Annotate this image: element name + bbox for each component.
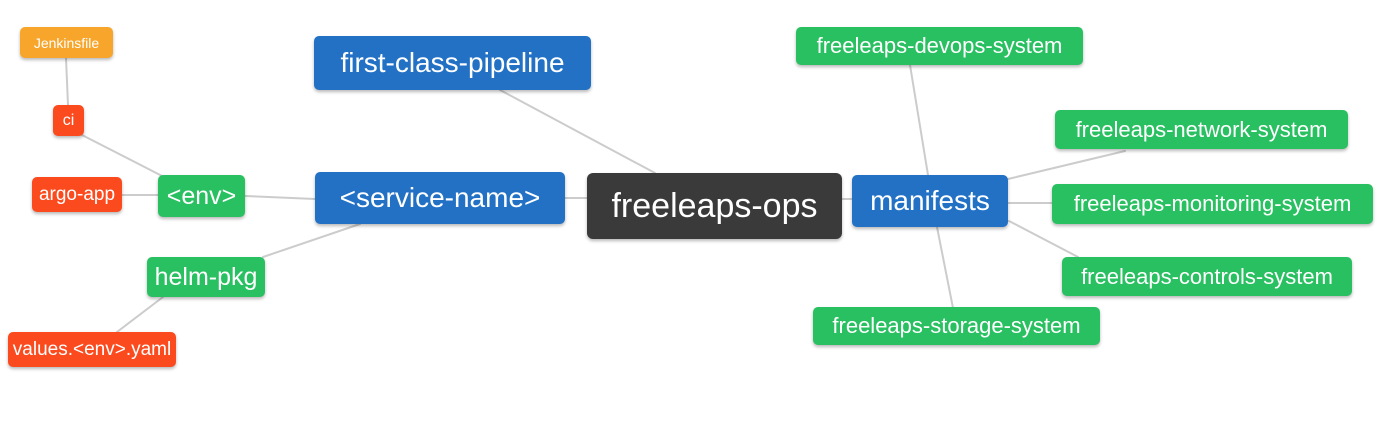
edge-service-name-helm-pkg (262, 223, 361, 258)
node-freeleaps-monitoring-system[interactable]: freeleaps-monitoring-system (1052, 184, 1373, 224)
node-freeleaps-network-system[interactable]: freeleaps-network-system (1055, 110, 1348, 149)
edge-manifests-devops (909, 64, 929, 176)
node-manifests[interactable]: manifests (852, 175, 1008, 227)
edge-manifests-network (1007, 150, 1126, 180)
edge-service-name-env (244, 195, 316, 200)
node-jenkinsfile[interactable]: Jenkinsfile (20, 27, 113, 58)
edge-helm-pkg-values (116, 296, 164, 333)
node-service-name[interactable]: <service-name> (315, 172, 565, 224)
edge-manifests-storage (936, 226, 954, 309)
node-first-class-pipeline[interactable]: first-class-pipeline (314, 36, 591, 90)
node-ci[interactable]: ci (53, 105, 84, 136)
edge-manifests-controls (1008, 220, 1079, 258)
edge-ci-jenkinsfile (65, 57, 69, 106)
node-helm-pkg[interactable]: helm-pkg (147, 257, 265, 297)
node-freeleaps-storage-system[interactable]: freeleaps-storage-system (813, 307, 1100, 345)
node-freeleaps-ops-root[interactable]: freeleaps-ops (587, 173, 842, 239)
node-freeleaps-devops-system[interactable]: freeleaps-devops-system (796, 27, 1083, 65)
edge-ops-first-class-pipeline (499, 89, 656, 174)
node-argo-app[interactable]: argo-app (32, 177, 122, 212)
node-freeleaps-controls-system[interactable]: freeleaps-controls-system (1062, 257, 1352, 296)
node-values-env-yaml[interactable]: values.<env>.yaml (8, 332, 176, 367)
node-env[interactable]: <env> (158, 175, 245, 217)
edge-env-ci (79, 133, 167, 179)
